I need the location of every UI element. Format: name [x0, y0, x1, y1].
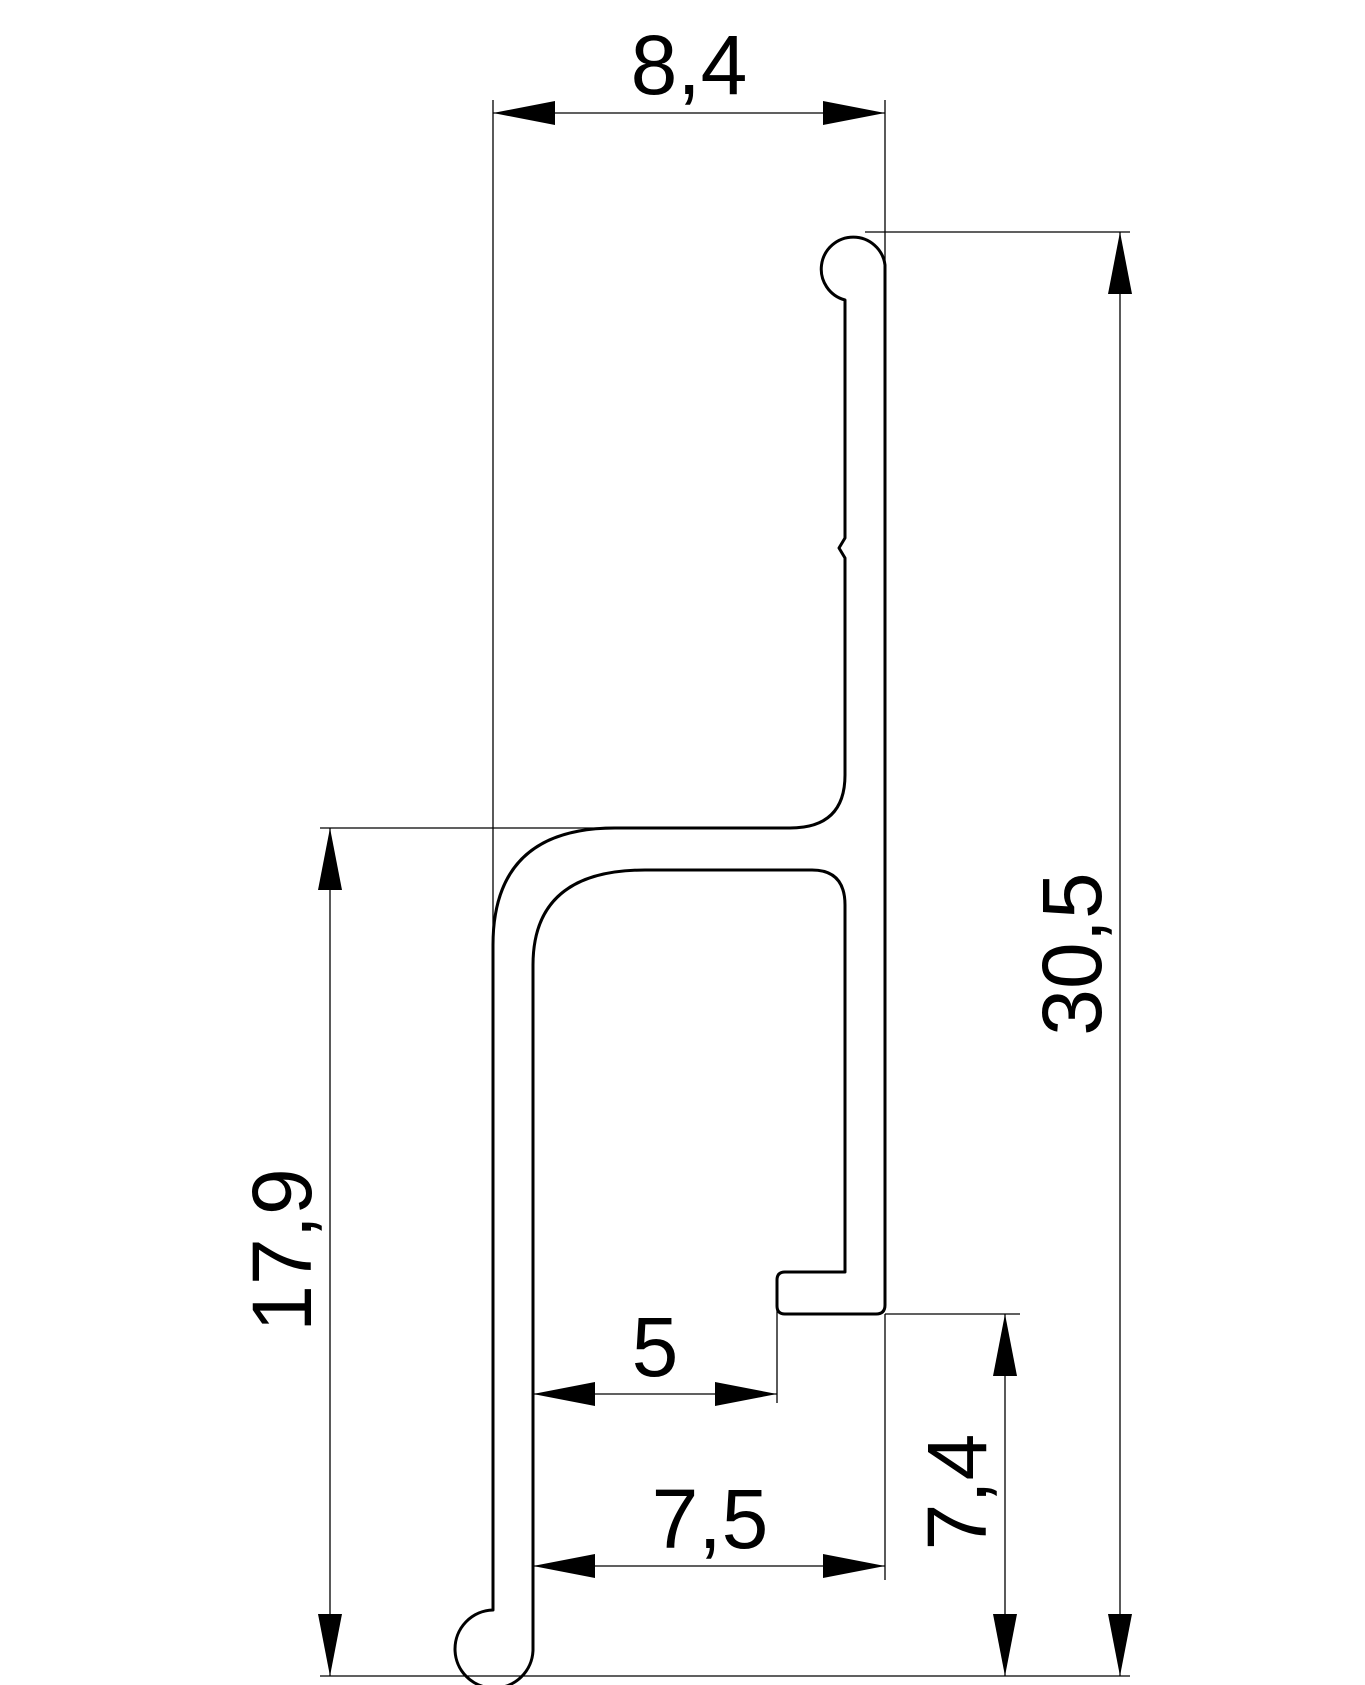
arrow-up	[1108, 232, 1132, 294]
arrow-right	[823, 1554, 885, 1578]
dimension-lower-height: 17,9	[235, 828, 342, 1676]
profile-outline	[453, 235, 887, 1685]
dimension-label-30-5: 30,5	[1025, 872, 1119, 1036]
dimension-label-7-4: 7,4	[910, 1434, 1004, 1551]
arrow-left	[493, 101, 555, 125]
dimension-inner-width: 5	[533, 1300, 777, 1406]
arrow-down	[318, 1614, 342, 1676]
dimension-label-5: 5	[632, 1300, 679, 1394]
dimension-label-8-4: 8,4	[631, 18, 748, 112]
arrow-left	[533, 1382, 595, 1406]
arrow-up	[318, 828, 342, 890]
arrow-right	[823, 101, 885, 125]
arrow-down	[1108, 1614, 1132, 1676]
arrow-left	[533, 1554, 595, 1578]
dimension-overall-height: 30,5	[1025, 232, 1132, 1676]
arrow-up	[993, 1314, 1017, 1376]
dimension-label-17-9: 17,9	[235, 1168, 329, 1332]
dimension-lower-width: 7,5	[533, 1472, 885, 1578]
extension-lines	[320, 100, 1130, 1677]
dimension-label-7-5: 7,5	[652, 1472, 769, 1566]
profile-outer-contour	[453, 235, 887, 1685]
dimension-foot-height: 7,4	[910, 1314, 1017, 1676]
dimension-overall-width: 8,4	[493, 18, 885, 125]
arrow-down	[993, 1614, 1017, 1676]
arrow-right	[715, 1382, 777, 1406]
